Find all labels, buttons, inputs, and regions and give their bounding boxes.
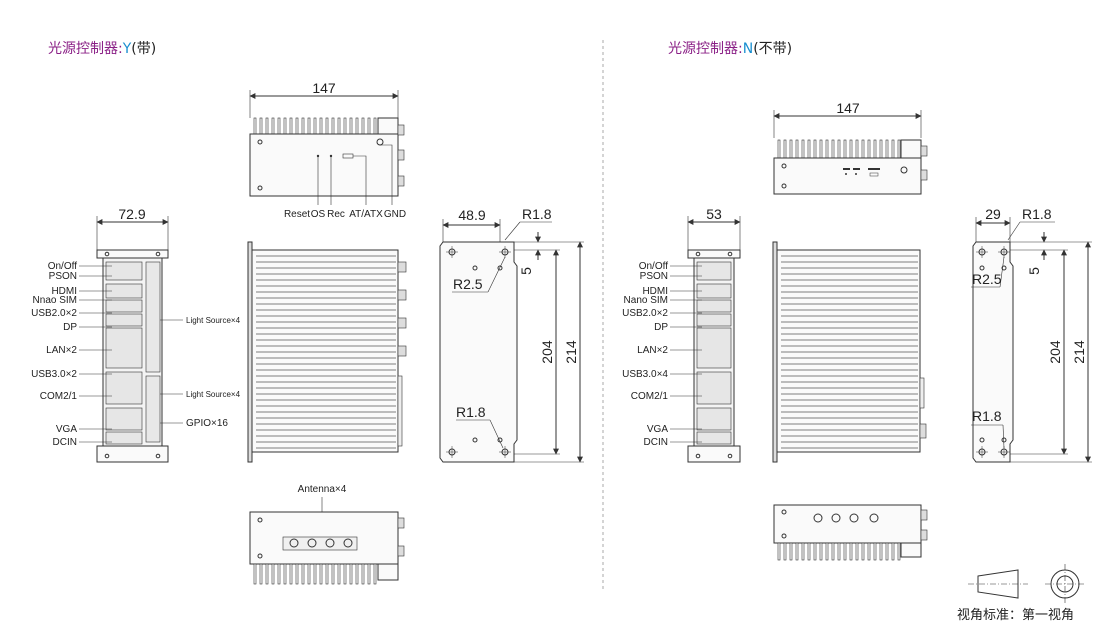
right-header-prefix: 光源控制器: <box>668 41 743 57</box>
right-main-fins <box>781 255 918 449</box>
port-label: USB3.0×4 <box>622 369 668 380</box>
first-angle-projection-symbol <box>968 564 1085 604</box>
right-main-view <box>772 241 927 463</box>
port-label: VGA <box>647 424 668 435</box>
right-top-view: 147 <box>773 100 928 195</box>
left-header: 光源控制器:Y(带) <box>48 38 156 58</box>
label-reset: Reset <box>284 209 310 220</box>
right-header-suffix: (不带) <box>753 41 793 57</box>
port-label: PSON <box>640 271 668 282</box>
left-top-view: 147 Reset OS Rec AT/ATX GND <box>249 80 406 220</box>
right-r-top: R1.8 <box>1022 206 1052 222</box>
port-label: USB3.0×2 <box>31 369 77 380</box>
left-bottom-view: Antenna×4 <box>249 484 405 585</box>
right-plate-width: 29 <box>985 206 1001 222</box>
port-label: HDMI <box>51 286 77 297</box>
left-front-ports <box>105 261 143 445</box>
left-dim-204: 204 <box>539 340 555 364</box>
label-light-source-1: Light Source×4 <box>186 316 241 325</box>
right-plate-view: 29 R1.8 R2.5 R1.8 5 204 214 <box>971 206 1092 463</box>
left-header-code: Y <box>122 41 132 57</box>
left-main-view <box>247 241 407 463</box>
port-label: HDMI <box>642 286 668 297</box>
port-label: Nnao SIM <box>33 295 77 306</box>
port-label: USB2.0×2 <box>31 308 77 319</box>
right-header-code: N <box>742 41 754 57</box>
right-dim-204: 204 <box>1047 340 1063 364</box>
left-dim-214: 214 <box>563 340 579 364</box>
left-plate-width: 48.9 <box>458 207 485 223</box>
left-r-top: R1.8 <box>522 206 552 222</box>
port-label: Nano SIM <box>624 295 668 306</box>
right-bottom-view <box>773 504 928 561</box>
label-light-source-2: Light Source×4 <box>186 390 241 399</box>
right-front-width: 53 <box>706 206 722 222</box>
port-label: DCIN <box>53 437 77 448</box>
label-gpio: GPIO×16 <box>186 418 228 429</box>
left-r-inner: R2.5 <box>453 276 483 292</box>
right-top-width: 147 <box>836 100 860 116</box>
left-r-bottom: R1.8 <box>456 404 486 420</box>
label-at-atx: AT/ATX <box>349 209 383 220</box>
right-front-ports <box>696 261 732 445</box>
port-label: COM2/1 <box>40 391 78 402</box>
right-dim-5: 5 <box>1026 267 1042 275</box>
left-top-fins <box>253 117 377 135</box>
right-r-inner: R2.5 <box>972 271 1002 287</box>
port-label: On/Off <box>639 261 668 272</box>
left-top-width: 147 <box>312 80 336 96</box>
right-r-bottom: R1.8 <box>972 408 1002 424</box>
port-label: DP <box>654 322 668 333</box>
right-dim-214: 214 <box>1071 340 1087 364</box>
port-label: PSON <box>49 271 77 282</box>
label-gnd: GND <box>384 209 406 220</box>
projection-note: 视角标准：第一视角 <box>957 608 1075 623</box>
left-plate-view: 48.9 R1.8 R2.5 R1.8 5 204 214 <box>439 206 584 463</box>
port-label: COM2/1 <box>631 391 669 402</box>
port-label: USB2.0×2 <box>622 308 668 319</box>
left-dim-5: 5 <box>518 267 534 275</box>
label-rec: Rec <box>327 209 345 220</box>
left-main-fins <box>256 255 396 449</box>
left-bottom-fins <box>253 563 377 585</box>
right-header: 光源控制器:N(不带) <box>668 38 792 58</box>
right-top-fins <box>777 139 901 159</box>
left-header-prefix: 光源控制器: <box>48 41 123 57</box>
port-label: DP <box>63 322 77 333</box>
port-label: VGA <box>56 424 77 435</box>
port-label: On/Off <box>48 261 77 272</box>
left-front-width: 72.9 <box>118 206 145 222</box>
port-label: DCIN <box>644 437 668 448</box>
label-antenna: Antenna×4 <box>298 484 347 495</box>
port-label: LAN×2 <box>46 345 77 356</box>
right-bottom-fins <box>777 542 901 561</box>
left-header-suffix: (带) <box>131 41 157 57</box>
label-os: OS <box>311 209 326 220</box>
port-label: LAN×2 <box>637 345 668 356</box>
